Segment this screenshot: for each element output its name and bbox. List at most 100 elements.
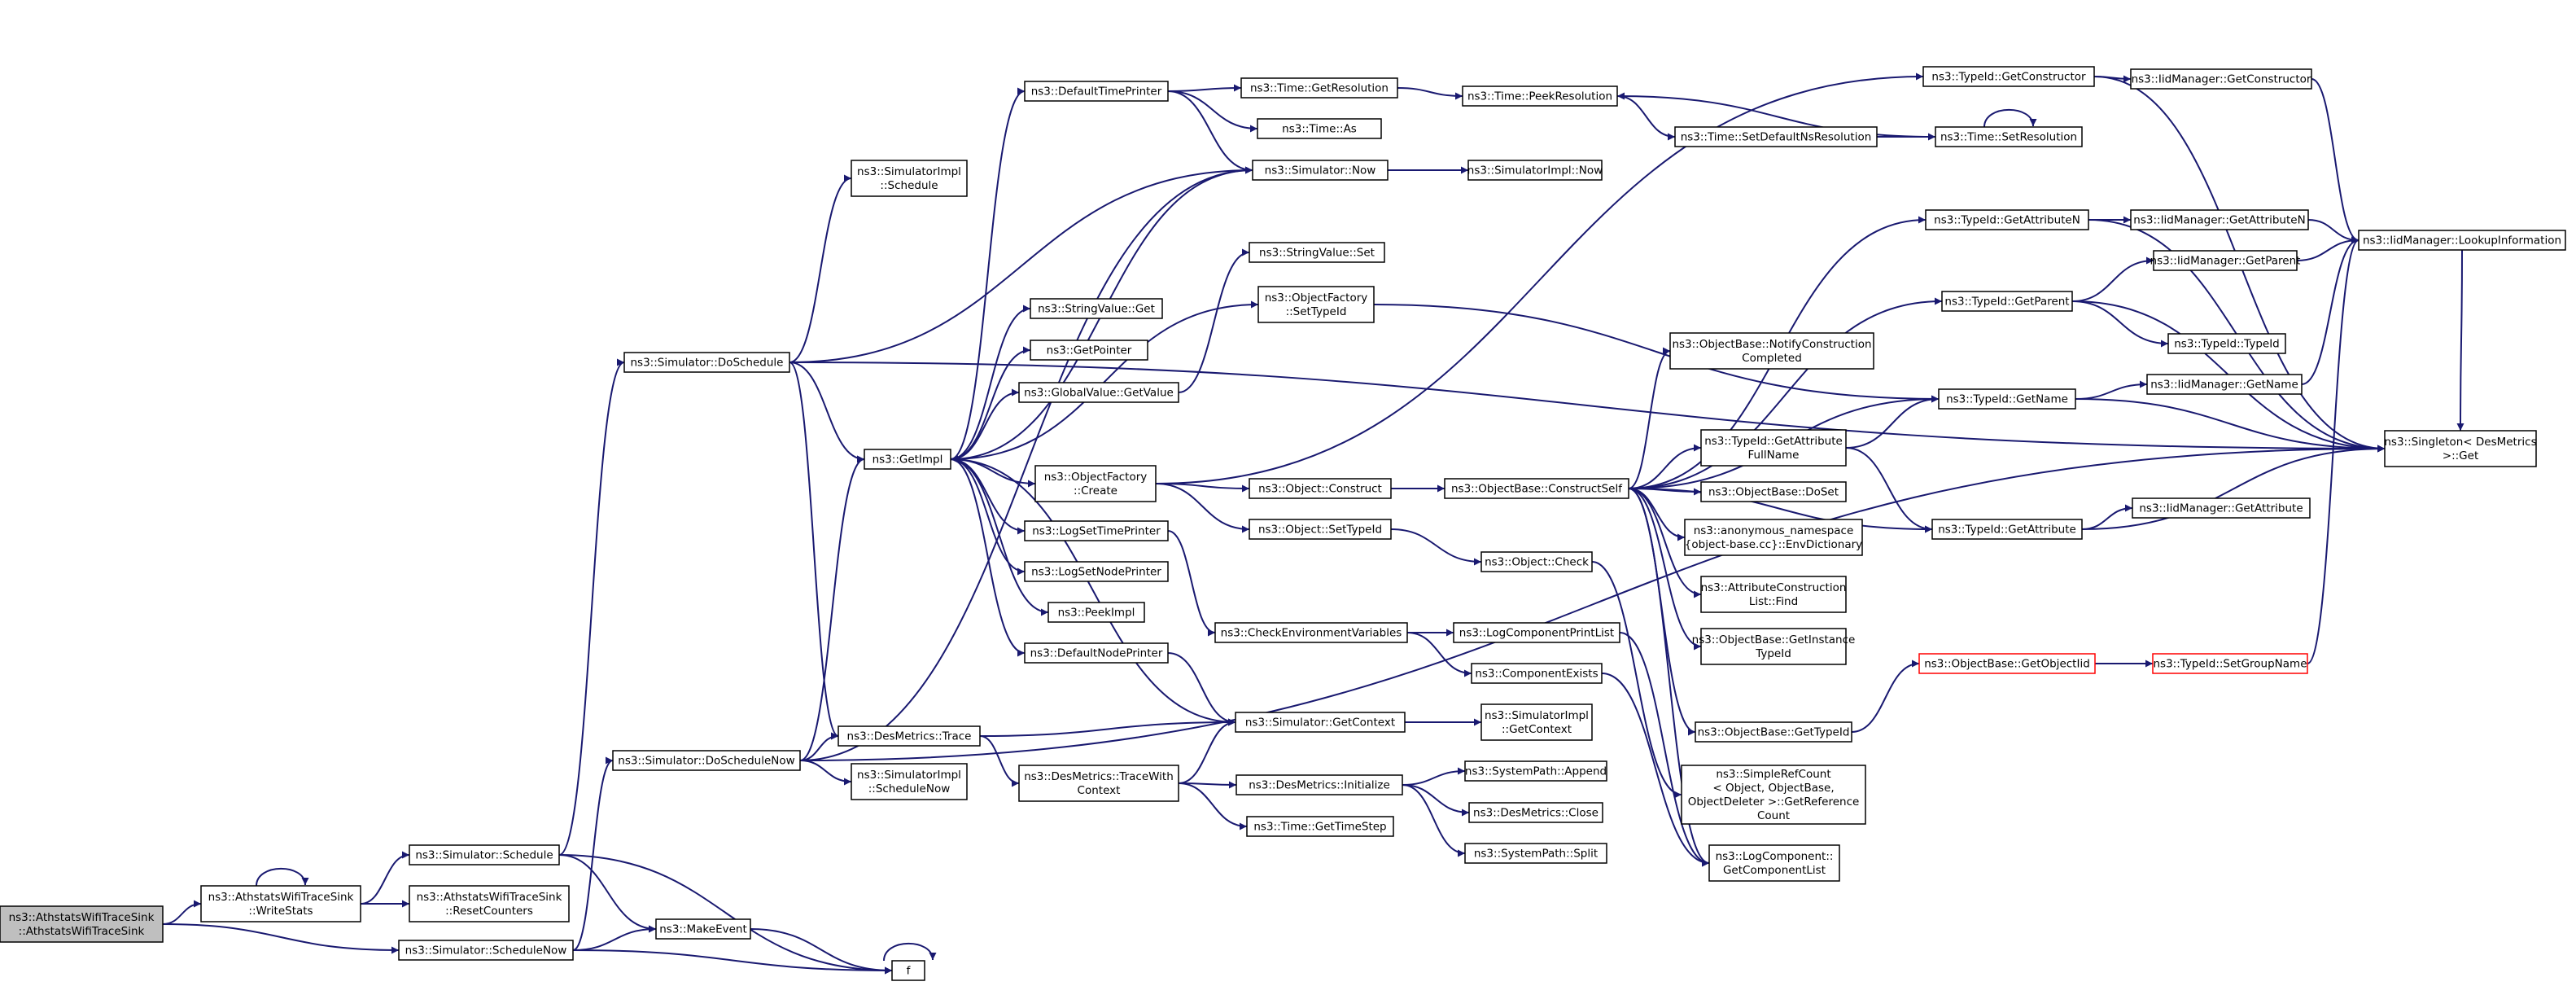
node-compexists[interactable]: ns3::ComponentExists <box>1471 663 1603 684</box>
node-iidgetparent[interactable]: ns3::IidManager::GetParent <box>2150 250 2301 271</box>
node-box <box>1453 622 1620 643</box>
node-destrace[interactable]: ns3::DesMetrics::Trace <box>838 725 981 747</box>
node-defaultnodeprinter[interactable]: ns3::DefaultNodePrinter <box>1024 642 1169 664</box>
node-desclose[interactable]: ns3::DesMetrics::Close <box>1468 802 1603 823</box>
node-schedule[interactable]: ns3::Simulator::Schedule <box>409 844 560 865</box>
node-syspathappend[interactable]: ns3::SystemPath::Append <box>1464 760 1607 782</box>
node-objsettypeid[interactable]: ns3::Object::SetTypeId <box>1249 519 1392 540</box>
edge-root-to-schedulenow <box>162 923 400 954</box>
node-iidgetname[interactable]: ns3::IidManager::GetName <box>2146 374 2303 395</box>
edge-iidgetconstructor-to-iidlookup <box>2311 78 2360 244</box>
node-schedulenow[interactable]: ns3::Simulator::ScheduleNow <box>398 940 574 961</box>
node-typeidgetattributen[interactable]: ns3::TypeId::GetAttributeN <box>1925 209 2089 230</box>
node-iidgetattributen[interactable]: ns3::IidManager::GetAttributeN <box>2130 209 2309 230</box>
edge-schedule-to-doschedule <box>558 358 625 856</box>
node-doschedule[interactable]: ns3::Simulator::DoSchedule <box>623 352 790 373</box>
node-resetcounters[interactable]: ns3::AthstatsWifiTraceSink::ResetCounter… <box>409 885 570 922</box>
node-objbasegetobjectiid[interactable]: ns3::ObjectBase::GetObjectIid <box>1918 653 2096 674</box>
node-logsetnodeprinter[interactable]: ns3::LogSetNodePrinter <box>1024 561 1169 582</box>
node-stringvalueset[interactable]: ns3::StringValue::Set <box>1249 242 1385 263</box>
node-timesetres[interactable]: ns3::Time::SetResolution <box>1935 126 2083 147</box>
node-writestats[interactable]: ns3::AthstatsWifiTraceSink::WriteStats <box>200 885 361 922</box>
node-timeas[interactable]: ns3::Time::As <box>1257 118 1382 139</box>
node-typeidgetparent[interactable]: ns3::TypeId::GetParent <box>1941 291 2073 312</box>
node-defaulttimeprinter[interactable]: ns3::DefaultTimePrinter <box>1024 81 1169 102</box>
edge-iidlookup-to-singletonget <box>2456 249 2464 432</box>
node-timepeekres[interactable]: ns3::Time::PeekResolution <box>1462 85 1618 107</box>
node-iidgetattribute[interactable]: ns3::IidManager::GetAttribute <box>2132 497 2311 519</box>
node-label: ns3::Simulator::Schedule <box>415 849 553 862</box>
node-makeevent[interactable]: ns3::MakeEvent <box>655 918 751 940</box>
node-timesetdefaultns[interactable]: ns3::Time::SetDefaultNsResolution <box>1674 126 1878 147</box>
node-simplerefcount[interactable]: ns3::SimpleRefCount< Object, ObjectBase,… <box>1681 765 1866 825</box>
node-getpointer[interactable]: ns3::GetPointer <box>1030 340 1148 361</box>
node-label: ns3::TypeId::TypeId <box>2174 338 2280 351</box>
node-label: ::Create <box>1074 484 1117 497</box>
node-stringvalueget[interactable]: ns3::StringValue::Get <box>1030 298 1163 319</box>
edge-doschedule-to-getimpl <box>789 362 865 463</box>
node-doschedulenow[interactable]: ns3::Simulator::DoScheduleNow <box>612 750 801 771</box>
node-root[interactable]: ns3::AthstatsWifiTraceSink::AthstatsWifi… <box>0 905 164 943</box>
node-objbasegettypeid[interactable]: ns3::ObjectBase::GetTypeId <box>1695 721 1852 743</box>
edge-typeidgetattribute-to-singletonget <box>2081 445 2386 530</box>
node-box <box>1925 209 2089 230</box>
node-timegetres[interactable]: ns3::Time::GetResolution <box>1240 77 1398 99</box>
edge-objcheck-to-simplerefcount <box>1591 561 1682 799</box>
edge-doschedulenow-to-simnow <box>799 166 1253 761</box>
node-label: ns3::SimulatorImpl <box>857 165 961 178</box>
node-iidlookup[interactable]: ns3::IidManager::LookupInformation <box>2358 230 2566 251</box>
node-getimpl[interactable]: ns3::GetImpl <box>864 449 951 470</box>
node-logcompprintlist[interactable]: ns3::LogComponentPrintList <box>1453 622 1620 643</box>
edge-timegetres-to-timepeekres <box>1397 87 1463 100</box>
node-simgetcontext[interactable]: ns3::Simulator::GetContext <box>1235 712 1406 733</box>
node-simimplnow[interactable]: ns3::SimulatorImpl::Now <box>1467 160 1603 181</box>
node-objfactorycreate[interactable]: ns3::ObjectFactory::Create <box>1034 465 1157 502</box>
node-timegettimestep[interactable]: ns3::Time::GetTimeStep <box>1246 816 1394 837</box>
node-box <box>838 725 981 747</box>
node-desinit[interactable]: ns3::DesMetrics::Initialize <box>1236 774 1403 795</box>
node-simnow[interactable]: ns3::Simulator::Now <box>1252 160 1389 181</box>
node-typeidgetname[interactable]: ns3::TypeId::GetName <box>1938 388 2076 410</box>
node-iidgetconstructor[interactable]: ns3::IidManager::GetConstructor <box>2130 68 2312 90</box>
node-box <box>2130 68 2312 90</box>
edge-schedulenow-to-f <box>572 949 893 975</box>
node-typeidgetattribute[interactable]: ns3::TypeId::GetAttribute <box>1931 519 2083 540</box>
node-globalvalueget[interactable]: ns3::GlobalValue::GetValue <box>1018 382 1179 403</box>
node-logcompgetlist[interactable]: ns3::LogComponent::GetComponentList <box>1708 844 1840 882</box>
edge-destrace-to-destracewith <box>979 735 1020 787</box>
edge-iidgetparent-to-iidlookup <box>2296 236 2360 261</box>
node-typeidgetconstructor[interactable]: ns3::TypeId::GetConstructor <box>1922 66 2095 87</box>
node-logsettimeprinter[interactable]: ns3::LogSetTimePrinter <box>1024 520 1169 541</box>
node-singletonget[interactable]: ns3::Singleton< DesMetrics>::Get <box>2384 430 2537 467</box>
node-objbaseconstructself[interactable]: ns3::ObjectBase::ConstructSelf <box>1444 478 1629 499</box>
node-simimplschedulenow[interactable]: ns3::SimulatorImpl::ScheduleNow <box>851 763 968 800</box>
node-anonenvdict[interactable]: ns3::anonymous_namespace{object-base.cc}… <box>1684 519 1863 556</box>
node-box <box>1922 66 2095 87</box>
node-box <box>200 885 361 922</box>
node-simimplgetcontext[interactable]: ns3::SimulatorImpl::GetContext <box>1480 703 1593 741</box>
node-objfactorysettypeid[interactable]: ns3::ObjectFactory::SetTypeId <box>1257 286 1375 323</box>
node-f[interactable]: f <box>891 960 925 981</box>
node-typeidtypeid[interactable]: ns3::TypeId::TypeId <box>2167 333 2286 354</box>
node-box <box>851 763 968 800</box>
node-box <box>851 160 968 197</box>
node-box <box>1700 576 1847 613</box>
node-objbasedoset[interactable]: ns3::ObjectBase::DoSet <box>1700 481 1847 502</box>
node-objcheck[interactable]: ns3::Object::Check <box>1480 551 1593 572</box>
node-label: ns3::ObjectBase::ConstructSelf <box>1451 483 1623 496</box>
node-peekimpl[interactable]: ns3::PeekImpl <box>1047 602 1145 623</box>
node-checkenv[interactable]: ns3::CheckEnvironmentVariables <box>1214 622 1408 643</box>
node-simimplschedule[interactable]: ns3::SimulatorImpl::Schedule <box>851 160 968 197</box>
node-objbasenotify[interactable]: ns3::ObjectBase::NotifyConstructionCompl… <box>1669 332 1874 370</box>
node-box <box>409 844 560 865</box>
node-label: ns3::StringValue::Get <box>1038 303 1155 316</box>
edge-getimpl-to-objfactorysettypeid <box>950 300 1259 460</box>
edge-schedulenow-to-doschedulenow <box>572 756 614 951</box>
node-syspathsplit[interactable]: ns3::SystemPath::Split <box>1464 843 1607 864</box>
node-objconstruct[interactable]: ns3::Object::Construct <box>1249 478 1392 499</box>
node-typeidsetgroupname[interactable]: ns3::TypeId::SetGroupName <box>2152 653 2308 674</box>
